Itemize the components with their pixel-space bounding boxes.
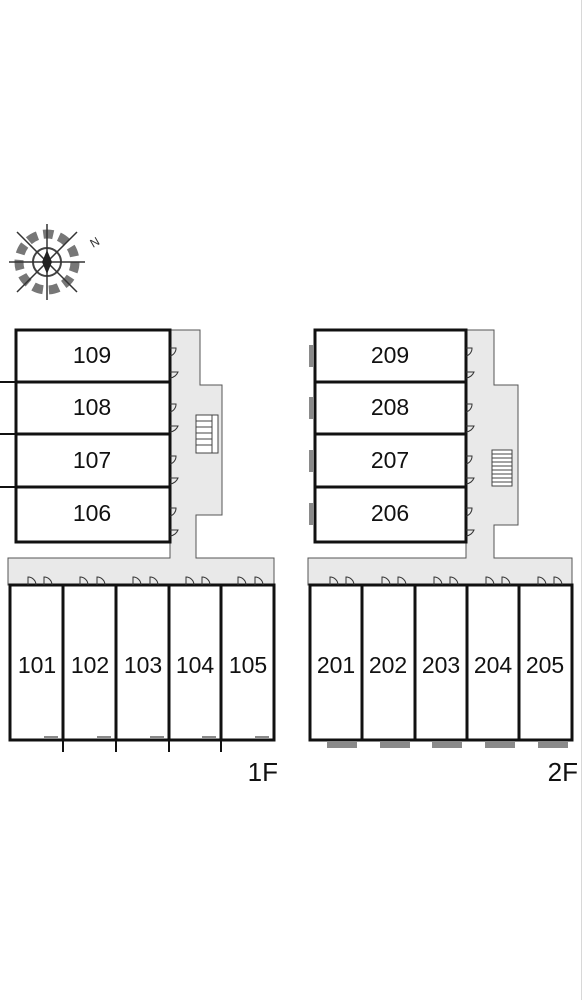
unit-label: 208: [371, 394, 409, 420]
unit-label: 103: [124, 652, 162, 678]
north-block-2f: 209 208 207 206: [309, 328, 475, 544]
balcony: [150, 736, 164, 739]
floor-2f: 209 208 207 206 201 202 203 204 205: [307, 328, 574, 748]
door-icon: [537, 576, 563, 586]
unit-label: 202: [369, 652, 407, 678]
unit-label: 205: [526, 652, 564, 678]
balcony: [309, 345, 313, 367]
door-icon: [132, 576, 159, 586]
door-icon: [485, 576, 511, 586]
unit-label: 107: [73, 447, 111, 473]
unit-label: 209: [371, 342, 409, 368]
unit-label: 104: [176, 652, 215, 678]
unit-206: [313, 485, 468, 544]
south-block-1f: 101 102 103 104 105: [8, 576, 276, 752]
balcony: [309, 503, 313, 525]
door-icon: [329, 576, 355, 586]
balcony: [202, 736, 216, 739]
unit-208: [313, 380, 468, 436]
compass-icon: N: [9, 224, 102, 300]
door-icon: [27, 576, 53, 586]
unit-label: 204: [474, 652, 513, 678]
unit-label: 101: [18, 652, 56, 678]
unit-105: [219, 583, 276, 742]
unit-label: 206: [371, 500, 409, 526]
door-icon: [433, 576, 459, 586]
unit-203: [413, 583, 469, 742]
stair-icon-2f: [491, 449, 513, 487]
south-block-2f: 201 202 203 204 205: [308, 576, 574, 748]
balcony: [309, 397, 313, 419]
balcony: [432, 742, 462, 748]
door-icon: [465, 347, 475, 379]
balcony: [485, 742, 515, 748]
door-icon: [185, 576, 211, 586]
unit-label: 109: [73, 342, 111, 368]
door-icon: [169, 347, 179, 379]
balcony: [97, 736, 111, 739]
corridor-2f: [307, 329, 573, 586]
unit-101: [8, 583, 65, 742]
door-icon: [465, 507, 475, 537]
floor-1f: 109 108 107 106 101 1: [0, 328, 276, 752]
unit-label: 203: [422, 652, 460, 678]
unit-label: 207: [371, 447, 409, 473]
stair-icon-1f: [195, 414, 219, 454]
unit-label: 106: [73, 500, 111, 526]
unit-202: [360, 583, 417, 742]
balcony: [309, 450, 313, 472]
compass-north-label: N: [88, 234, 103, 250]
door-icon: [465, 455, 475, 485]
door-icon: [79, 576, 106, 586]
unit-106: [14, 485, 172, 544]
unit-102: [61, 583, 118, 742]
balcony: [327, 742, 357, 748]
door-icon: [465, 403, 475, 433]
unit-205: [517, 583, 574, 742]
balcony: [44, 736, 58, 739]
balcony: [255, 736, 269, 739]
unit-label: 201: [317, 652, 355, 678]
unit-107: [14, 432, 172, 489]
door-icon: [237, 576, 264, 586]
floor-label-1f: 1F: [248, 757, 278, 787]
door-icon: [169, 403, 179, 433]
unit-label: 102: [71, 652, 109, 678]
door-icon: [169, 455, 179, 485]
corridor-1f: [7, 329, 275, 586]
balcony: [380, 742, 410, 748]
unit-label: 105: [229, 652, 267, 678]
door-icon: [381, 576, 407, 586]
north-block-1f: 109 108 107 106: [0, 328, 179, 544]
floor-label-2f: 2F: [548, 757, 578, 787]
unit-207: [313, 432, 468, 489]
unit-108: [14, 380, 172, 436]
unit-104: [167, 583, 223, 742]
balcony: [538, 742, 568, 748]
door-icon: [169, 507, 179, 537]
unit-label: 108: [73, 394, 111, 420]
